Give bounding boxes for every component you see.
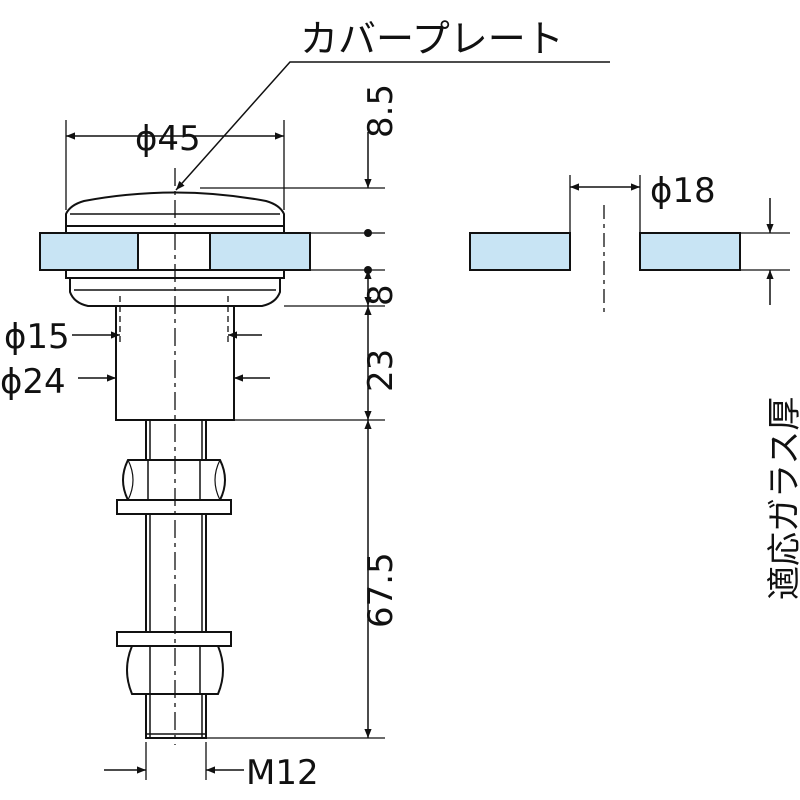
- hex-nut-upper: [122, 459, 226, 501]
- dim-67-5-label: 67.5: [361, 552, 401, 628]
- dim-8-5-label: 8.5: [361, 84, 401, 138]
- right-dimension-lines: [570, 183, 774, 305]
- washer-upper: [116, 499, 232, 515]
- cover-plate-leader: [175, 61, 610, 191]
- thread-label: M12: [246, 753, 319, 793]
- dia-18-label: ϕ18: [650, 171, 716, 211]
- upper-flange: [65, 225, 285, 234]
- hex-nut-lower: [126, 645, 224, 695]
- glass-top-dot: [364, 229, 372, 237]
- dia-24-label: ϕ24: [0, 362, 66, 402]
- washer-lower: [116, 631, 232, 647]
- glass-thickness-label: 適応ガラス厚: [765, 397, 800, 600]
- glass-hole-section: [469, 232, 741, 271]
- glass-section-right: [639, 232, 741, 271]
- glass-hole: [137, 232, 211, 271]
- dim-8-label: 8: [361, 284, 401, 306]
- glass-section-left: [469, 232, 571, 271]
- fitting-side-view: [39, 191, 311, 739]
- glass-bottom-dot: [364, 266, 372, 274]
- dim-23-label: 23: [361, 349, 401, 392]
- dimension-lines: [66, 61, 610, 774]
- dia-45-label: ϕ45: [135, 119, 201, 159]
- dia-15-label: ϕ15: [4, 317, 70, 357]
- cover-plate-label: カバープレート: [300, 17, 564, 61]
